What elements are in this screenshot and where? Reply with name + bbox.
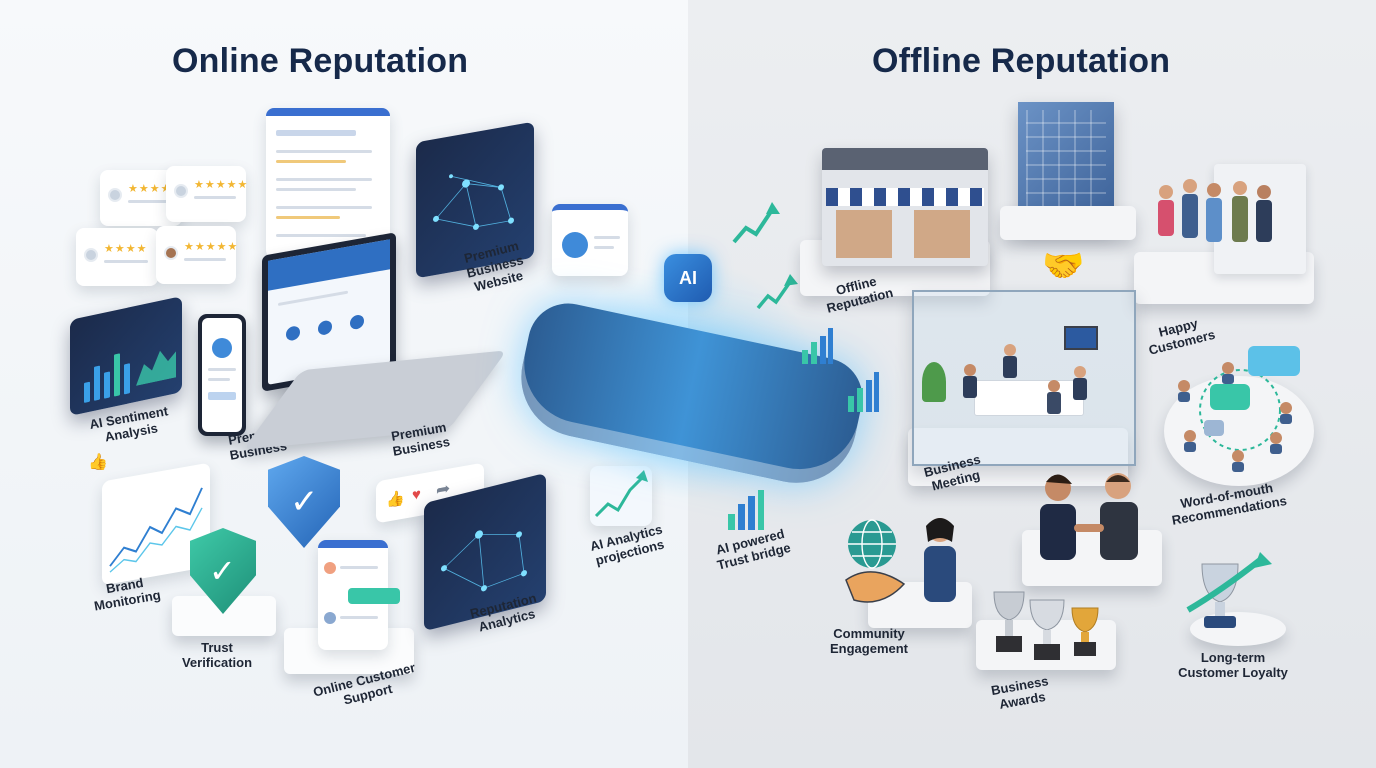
customer-loyalty-label: Long-term Customer Loyalty xyxy=(1178,650,1288,680)
bar-chart-icon xyxy=(802,328,833,364)
handshake-icon: 🤝 xyxy=(1042,247,1085,285)
storefront-icon xyxy=(822,148,988,266)
bar-chart-icon xyxy=(728,490,764,530)
word-of-mouth-network-icon xyxy=(1178,346,1300,472)
bar-chart-icon xyxy=(848,372,879,412)
review-card: ★★★★★ xyxy=(156,226,239,284)
star-icon: ★★★★★ xyxy=(184,241,239,253)
network-graph-icon xyxy=(433,174,514,230)
network-graph-icon xyxy=(441,530,527,592)
review-card: ★★★★★ xyxy=(166,166,249,222)
review-card: ★★★★ xyxy=(76,228,158,286)
search-results-window xyxy=(266,108,390,258)
trend-arrow-icon xyxy=(594,470,648,518)
glass-meeting-room xyxy=(912,290,1136,466)
support-chat-window xyxy=(318,540,400,650)
profile-card xyxy=(552,204,628,276)
sentiment-dashboard xyxy=(70,296,182,416)
brand-monitoring-chart xyxy=(102,462,210,586)
customer-group-icon xyxy=(1158,179,1272,242)
reputation-analytics-screen xyxy=(424,472,546,632)
user-avatar-icon xyxy=(212,338,232,358)
projection-card xyxy=(590,466,652,526)
online-reputation-title: Online Reputation xyxy=(172,42,469,80)
area-chart-icon xyxy=(136,350,176,386)
meeting-people-icon xyxy=(963,344,1087,414)
trophy-icon xyxy=(993,591,1099,660)
star-icon: ★★★★ xyxy=(128,183,172,195)
user-avatar-icon xyxy=(562,232,588,258)
trend-arrow-icon xyxy=(732,202,780,244)
thumbs-up-icon: 👍 xyxy=(386,489,405,510)
star-icon: ★★★★★ xyxy=(194,179,249,191)
heart-icon: ♥ xyxy=(412,485,421,505)
ai-badge: AI xyxy=(664,254,712,302)
community-engagement-icon xyxy=(845,518,956,603)
plant-icon xyxy=(922,362,946,402)
mobile-phone xyxy=(198,314,246,436)
premium-website-screen xyxy=(416,121,534,279)
executive-handshake-icon xyxy=(1040,473,1138,560)
offline-reputation-title: Offline Reputation xyxy=(872,42,1171,80)
building-platform xyxy=(1000,206,1136,240)
trend-arrow-icon xyxy=(756,274,798,310)
chat-bubble-icon xyxy=(348,588,400,604)
star-icon: ★★★★ xyxy=(104,243,148,255)
thumbs-up-icon: 👍 xyxy=(88,454,108,471)
meeting-platform xyxy=(908,428,1128,486)
trust-verification-label: Trust Verification xyxy=(181,640,253,670)
community-engagement-label: Community Engagement xyxy=(829,626,908,656)
loyalty-trophy-icon xyxy=(1186,552,1272,628)
line-chart-icon xyxy=(109,487,203,573)
